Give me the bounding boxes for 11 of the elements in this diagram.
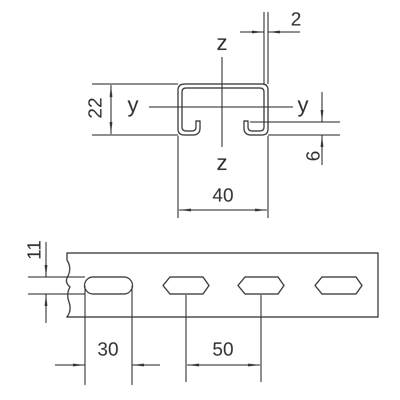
dimension-label: 30 bbox=[97, 340, 119, 360]
dimension-label: 11 bbox=[26, 240, 44, 260]
dimension-label: 6 bbox=[304, 150, 324, 162]
dimension-label: 22 bbox=[86, 97, 106, 119]
axis-label: y bbox=[298, 94, 308, 116]
axis-label: z bbox=[216, 32, 228, 54]
dimension-label: 2 bbox=[290, 10, 302, 30]
dimension-label: 40 bbox=[212, 186, 234, 206]
axis-label: z bbox=[216, 152, 228, 174]
axis-label: y bbox=[128, 94, 138, 116]
dimension-label: 50 bbox=[212, 340, 234, 360]
